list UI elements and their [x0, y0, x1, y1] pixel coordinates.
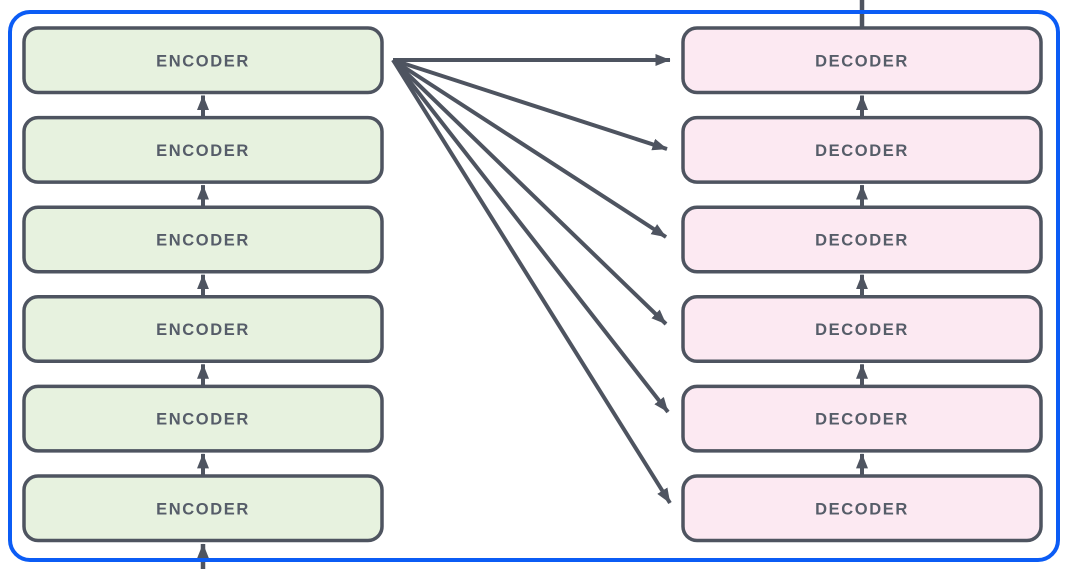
- encoder-box-6: [22, 474, 384, 543]
- decoder-box-6: [681, 474, 1043, 543]
- encoder-box-5: [22, 384, 384, 453]
- fan-arrow-to-decoder-3: [391, 58, 668, 239]
- encoder-box-1: [22, 26, 384, 95]
- encoder-label: ENCODER: [156, 321, 250, 339]
- decoder-label: DECODER: [815, 500, 909, 518]
- encoder-label: ENCODER: [156, 52, 250, 70]
- decoder-label: DECODER: [815, 231, 909, 249]
- decoder-box-5: [681, 384, 1043, 453]
- encoder-box-2: [22, 115, 384, 184]
- encoder-label: ENCODER: [156, 231, 250, 249]
- encoder-box-4: [22, 295, 384, 364]
- encoder-box-3: [22, 205, 384, 274]
- fan-arrow-to-decoder-5: [391, 58, 670, 414]
- decoder-box-3: [681, 205, 1043, 274]
- encoder-label: ENCODER: [156, 142, 250, 160]
- encoder-label: ENCODER: [156, 500, 250, 518]
- outer-frame: [8, 10, 1060, 562]
- decoder-box-2: [681, 115, 1043, 184]
- decoder-label: DECODER: [815, 52, 909, 70]
- decoder-box-1: [681, 26, 1043, 95]
- fan-arrow-to-decoder-6: [391, 58, 672, 505]
- decoder-label: DECODER: [815, 411, 909, 429]
- encoder-label: ENCODER: [156, 411, 250, 429]
- decoder-label: DECODER: [815, 321, 909, 339]
- decoder-box-4: [681, 295, 1043, 364]
- decoder-label: DECODER: [815, 142, 909, 160]
- fan-arrow-to-decoder-4: [391, 58, 668, 326]
- fan-arrow-to-decoder-2: [392, 58, 668, 151]
